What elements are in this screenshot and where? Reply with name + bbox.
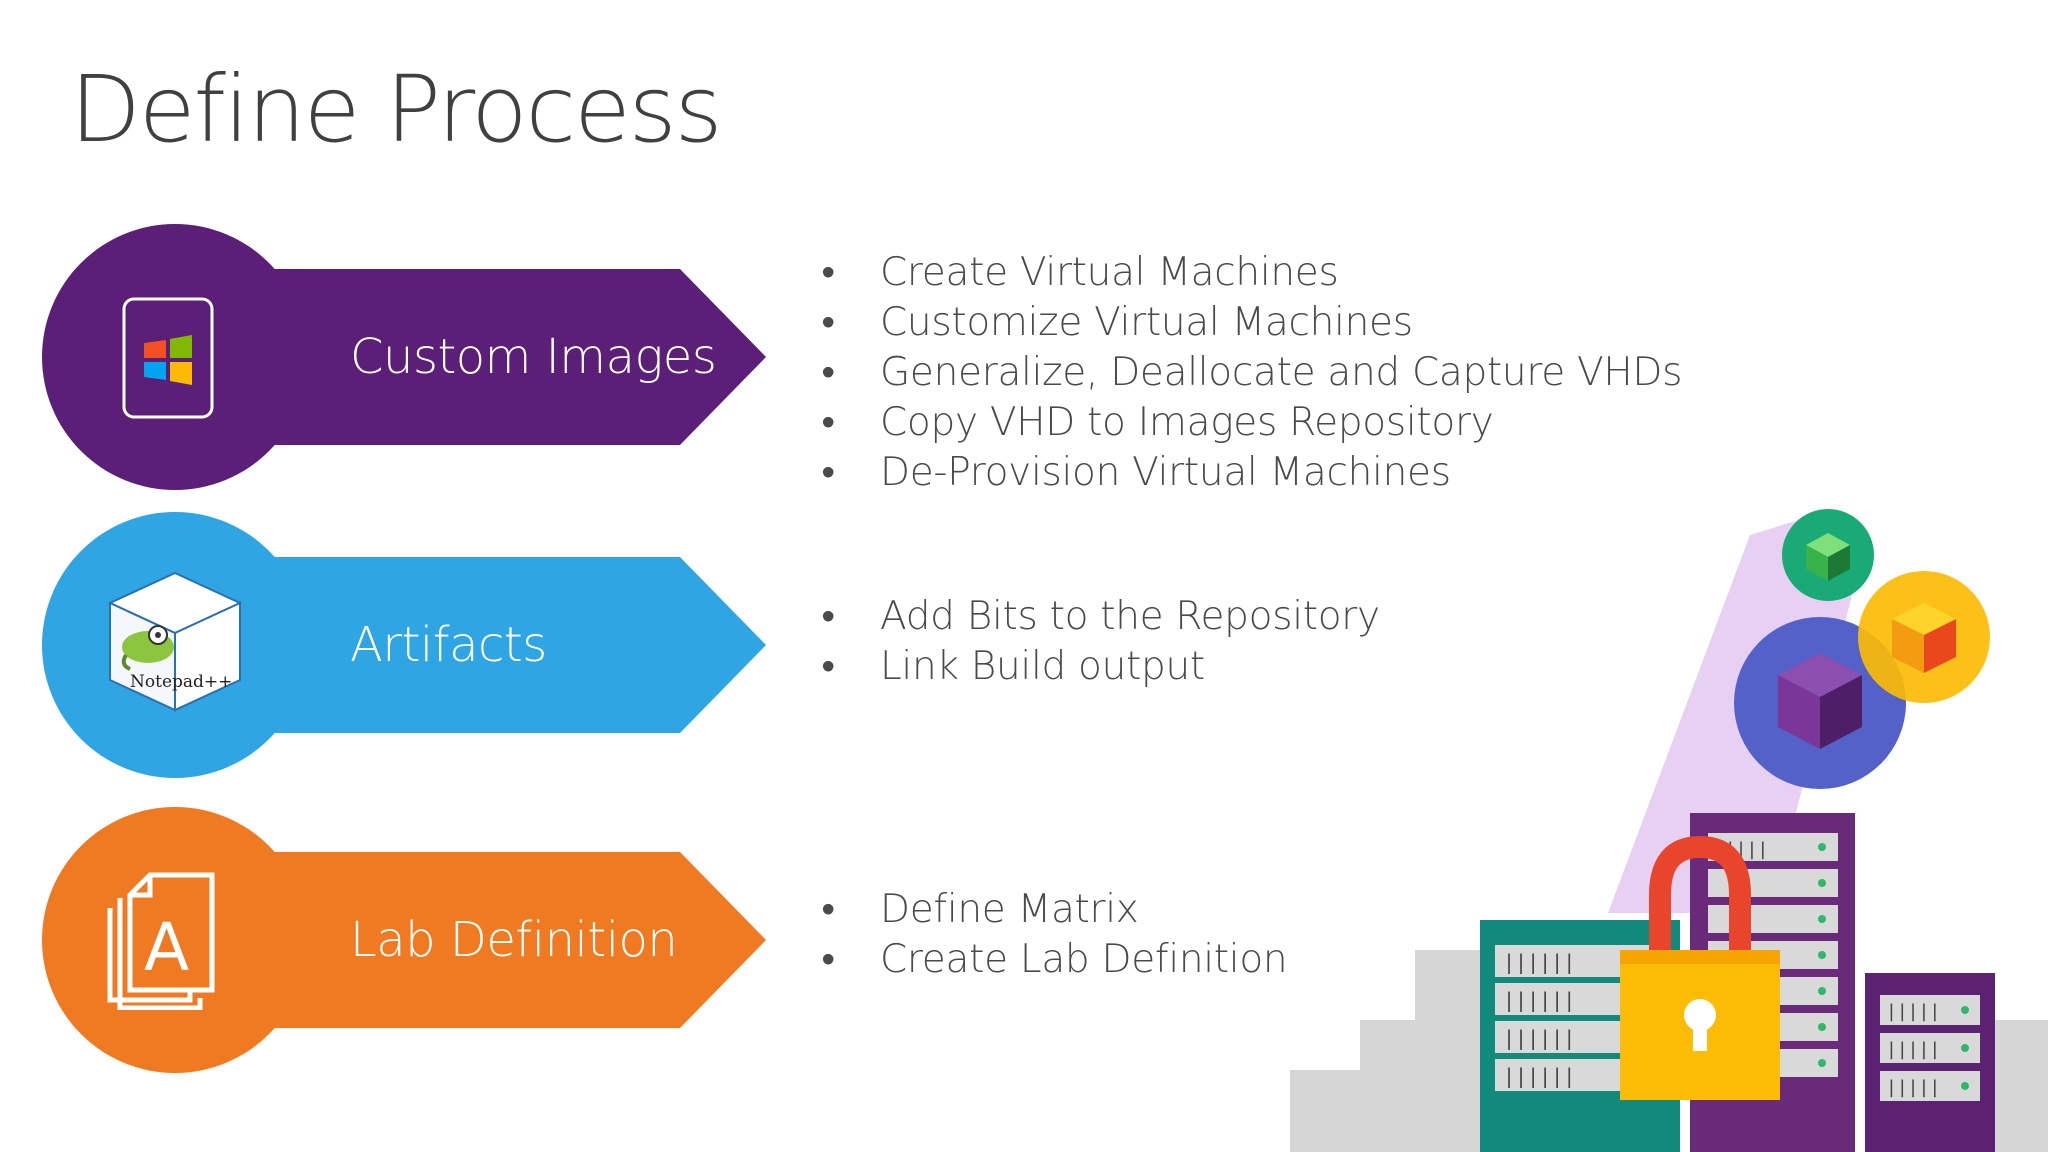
svg-text:|||||: |||||: [1886, 1077, 1940, 1098]
notepad-plus-plus-package-icon: Notepad++: [107, 571, 243, 712]
step-artifacts: Notepad++ Artifacts: [40, 510, 780, 780]
notepad-plus-plus-text: Notepad++: [130, 672, 232, 692]
bullet-dot: •: [821, 644, 835, 689]
bullet-text: Customize Virtual Machines: [880, 300, 1413, 345]
server-rack-right-icon: ||||| ||||| |||||: [1865, 973, 1995, 1152]
bullet-text: Create Virtual Machines: [880, 250, 1339, 295]
step-custom-images: Custom Images: [40, 222, 780, 492]
list-item: • Customize Virtual Machines: [818, 298, 1682, 348]
document-template-icon: A: [107, 872, 215, 1010]
bullet-dot: •: [821, 887, 835, 932]
bullet-text: Copy VHD to Images Repository: [880, 400, 1494, 445]
bullet-dot: •: [821, 594, 835, 639]
svg-text:|||||: |||||: [1886, 1001, 1940, 1022]
bullet-dot: •: [821, 350, 835, 395]
svg-text:||||||: ||||||: [1503, 950, 1575, 974]
svg-text:||||||: ||||||: [1503, 1064, 1575, 1088]
step-label-artifacts: Artifacts: [350, 617, 547, 673]
bullet-text: Define Matrix: [880, 887, 1139, 932]
svg-text:||||||: ||||||: [1503, 988, 1575, 1012]
list-item: • De-Provision Virtual Machines: [818, 448, 1682, 498]
bullet-dot: •: [821, 937, 835, 982]
bullet-dot: •: [821, 300, 835, 345]
svg-text:||||||: ||||||: [1503, 1026, 1575, 1050]
list-item: • Add Bits to the Repository: [818, 592, 1380, 642]
document-letter-text: A: [144, 909, 189, 986]
list-item: • Link Build output: [818, 642, 1380, 692]
secure-datacenter-illustration: |||||| |||||| |||||| |||||| ||||| ||||| …: [1290, 509, 2048, 1152]
step-label-lab-definition: Lab Definition: [350, 912, 678, 968]
windows-logo-icon: [122, 297, 214, 419]
bullet-dot: •: [821, 450, 835, 495]
custom-images-bullets: • Create Virtual Machines • Customize Virt…: [818, 248, 1682, 498]
list-item: • Copy VHD to Images Repository: [818, 398, 1682, 448]
list-item: • Generalize, Deallocate and Capture VHDs: [818, 348, 1682, 398]
step-label-custom-images: Custom Images: [350, 329, 717, 385]
bullet-text: Add Bits to the Repository: [880, 594, 1380, 639]
list-item: • Define Matrix: [818, 885, 1287, 935]
list-item: • Create Lab Definition: [818, 935, 1287, 985]
list-item: • Create Virtual Machines: [818, 248, 1682, 298]
bullet-text: Link Build output: [880, 644, 1205, 689]
green-cube-icon: [1782, 509, 1874, 601]
step-lab-definition: A Lab Definition: [40, 805, 780, 1075]
bullet-text: De-Provision Virtual Machines: [880, 450, 1451, 495]
bullet-dot: •: [821, 250, 835, 295]
lab-definition-bullets: • Define Matrix • Create Lab Definition: [818, 885, 1287, 985]
bullet-text: Create Lab Definition: [880, 937, 1288, 982]
svg-text:|||||: |||||: [1886, 1039, 1940, 1060]
orange-cube-icon: [1858, 571, 1990, 703]
padlock-icon: [1620, 835, 1780, 1100]
bullet-text: Generalize, Deallocate and Capture VHDs: [880, 350, 1683, 395]
stairs-shape: [1290, 950, 1480, 1152]
artifacts-bullets: • Add Bits to the Repository • Link Build …: [818, 592, 1380, 692]
bullet-dot: •: [821, 400, 835, 445]
slide-title: Define Process: [70, 56, 723, 163]
